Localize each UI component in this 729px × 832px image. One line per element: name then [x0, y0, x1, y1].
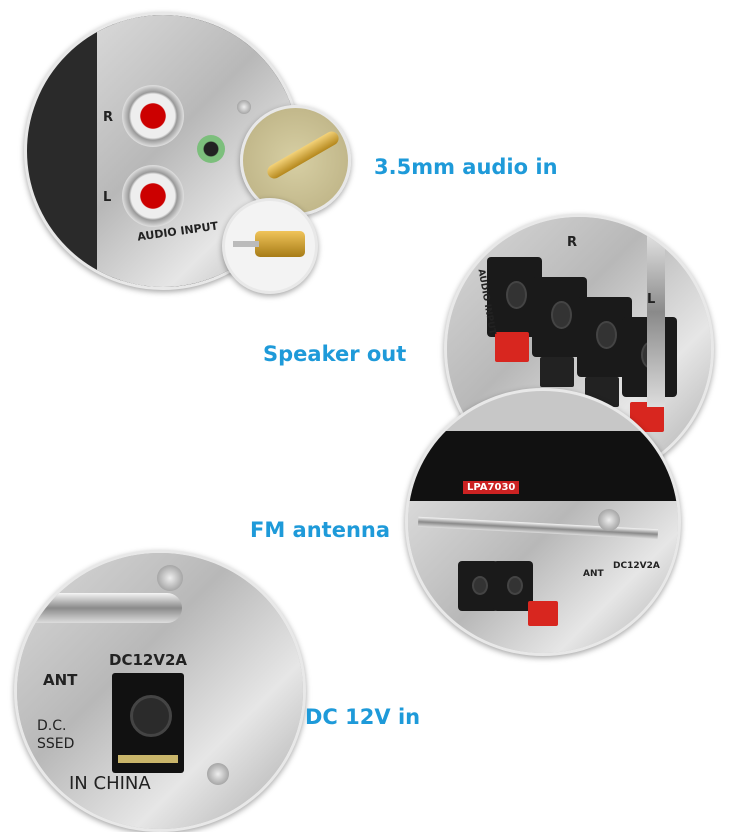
photo-text-ant2: ANT [43, 671, 78, 689]
photo-text-r: R [103, 110, 114, 125]
photo-text-dc12v: DC12V2A [613, 561, 660, 571]
label-dc-in: DC 12V in [305, 705, 421, 729]
photo-text-dc12v2: DC12V2A [109, 651, 187, 669]
photo-text-r2: R [567, 235, 578, 250]
fm-antenna-photo: LPA7030 ANT DC12V2A [405, 388, 681, 656]
photo-text-dc: D.C. [37, 718, 67, 734]
photo-text-made-in-china: IN CHINA [69, 773, 151, 794]
label-speaker-out: Speaker out [263, 342, 407, 366]
minijack-plug-photo [240, 105, 351, 216]
photo-text-ant: ANT [583, 569, 604, 579]
label-fm-antenna: FM antenna [250, 518, 391, 542]
rca-plug-photo [222, 198, 318, 294]
label-audio-in: 3.5mm audio in [374, 155, 558, 179]
dc-in-photo: ANT DC12V2A D.C. SSED IN CHINA [14, 550, 306, 832]
photo-text-l: L [103, 190, 112, 205]
photo-text-l2: L [647, 292, 656, 307]
photo-text-model: LPA7030 [463, 481, 520, 494]
photo-text-ssed: SSED [37, 736, 75, 752]
